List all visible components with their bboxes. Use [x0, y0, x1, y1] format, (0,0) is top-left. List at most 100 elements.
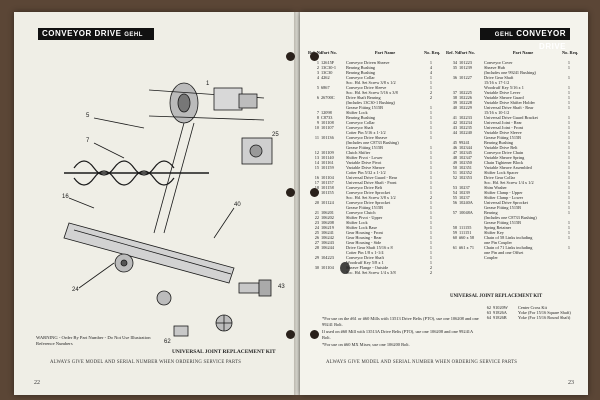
quantity-required: 1	[567, 230, 570, 235]
quantity-required: 1	[429, 205, 432, 210]
part-name: (Includes one C8733 Bushing)	[346, 140, 399, 145]
parts-row: Coupler	[446, 255, 570, 260]
part-number: 101136	[321, 135, 334, 140]
quantity-required: 1	[596, 315, 600, 320]
quantity-required: 1	[429, 110, 432, 115]
part-number: 104223	[321, 255, 334, 260]
part-name: Bearing Bushing	[346, 65, 376, 70]
ref-number: 39	[452, 100, 457, 105]
part-number: 10237	[459, 195, 470, 200]
part-name: Drive Shaft Bearing	[346, 95, 381, 100]
part-name: Conveyor Drive Shaft	[346, 255, 384, 260]
part-number: 4262	[321, 75, 330, 80]
part-number: 102234	[459, 120, 472, 125]
part-number: C8733	[321, 115, 333, 120]
part-name: Cotter Pin 5/16 x 1-1/2	[346, 130, 386, 135]
part-name: Woodruff Key 5/16 x 1	[484, 85, 524, 90]
auger-flighting-part	[73, 160, 175, 176]
svg-text:40: 40	[234, 202, 241, 208]
part-name: Shim Washer	[484, 185, 507, 190]
quantity-required: 1	[429, 250, 432, 255]
quantity-required: 1	[567, 130, 570, 135]
ref-number: 26	[314, 235, 319, 240]
quantity-required: 1	[429, 80, 432, 85]
quantity-required: 1	[567, 205, 570, 210]
part-number: #60 x 58	[459, 235, 475, 240]
svg-text:24: 24	[72, 287, 79, 293]
part-name: Variable Sheave Guard	[484, 95, 524, 100]
quantity-required: 1	[429, 245, 432, 250]
quantity-required: 1	[567, 210, 570, 215]
part-number: 10240A	[459, 200, 473, 205]
footnote: If used on #60 Mill with 13513A Drive Be…	[322, 329, 473, 340]
svg-text:25: 25	[272, 132, 279, 138]
kit-title: UNIVERSAL JOINT REPLACEMENT KIT	[450, 294, 543, 299]
part-number: 99241	[459, 140, 470, 145]
quantity-required: 1	[429, 155, 432, 160]
ref-number: 35	[452, 65, 457, 70]
part-name: (Includes one C8733 Bushing)	[484, 215, 537, 220]
parts-row: (Includes one C8733 Bushing)	[308, 140, 432, 145]
part-number: 106243	[321, 240, 334, 245]
part-name: Conveyor Drive Sleeve	[346, 85, 387, 90]
parts-row: one Pin Coupler	[446, 240, 570, 245]
quantity-required: 1	[567, 170, 570, 175]
part-number: 101107	[321, 125, 334, 130]
part-number: 101158	[321, 185, 334, 190]
svg-text:1: 1	[206, 81, 210, 87]
part-number: 91826B	[493, 315, 507, 320]
ref-number: 24	[314, 225, 319, 230]
part-name: Universal Joint - Rear	[484, 120, 522, 125]
binder-hole	[286, 330, 295, 339]
svg-text:16: 16	[62, 194, 69, 200]
ref-number: 43	[452, 125, 457, 130]
part-number: 101161	[321, 160, 334, 165]
part-name: (Includes 13C30-1 Bushing)	[346, 100, 395, 105]
quantity-required: 1	[429, 145, 432, 150]
part-number: 106219	[321, 225, 334, 230]
quantity-required: 1	[567, 140, 570, 145]
part-number: 102344	[459, 145, 472, 150]
part-number: 102350	[459, 160, 472, 165]
part-name: Variable Drive Pivot	[346, 160, 382, 165]
quantity-required: 1	[567, 200, 570, 205]
quantity-required: 1	[429, 130, 432, 135]
part-number: 13C30	[321, 70, 333, 75]
part-number: 101159	[321, 165, 334, 170]
part-name: Chain Tightener Block	[484, 160, 524, 165]
part-number: #61 x 71	[459, 245, 475, 250]
part-number: 91826A	[493, 310, 507, 315]
part-number: 101104	[321, 265, 334, 270]
quantity-required: 1	[429, 220, 432, 225]
col-part-header: Part No.	[321, 50, 337, 55]
quantity-required: 1	[429, 165, 432, 170]
part-number: 111151	[459, 230, 472, 235]
quantity-required: 1	[567, 115, 570, 120]
part-number: 106241	[321, 230, 334, 235]
diagram-caption: UNIVERSAL JOINT REPLACEMENT KIT	[172, 349, 276, 355]
ref-number: 53	[452, 185, 457, 190]
svg-text:5: 5	[86, 113, 90, 119]
quantity-required: 1	[429, 125, 432, 130]
part-name: Conveyor Drive Chain	[484, 150, 524, 155]
ref-number: 22	[314, 215, 319, 220]
part-number: 12098	[321, 110, 332, 115]
conveyor-tube-part	[63, 222, 235, 284]
quantity-required: 1	[429, 105, 432, 110]
part-number: 111155	[459, 225, 472, 230]
ref-number: 8	[316, 115, 319, 120]
